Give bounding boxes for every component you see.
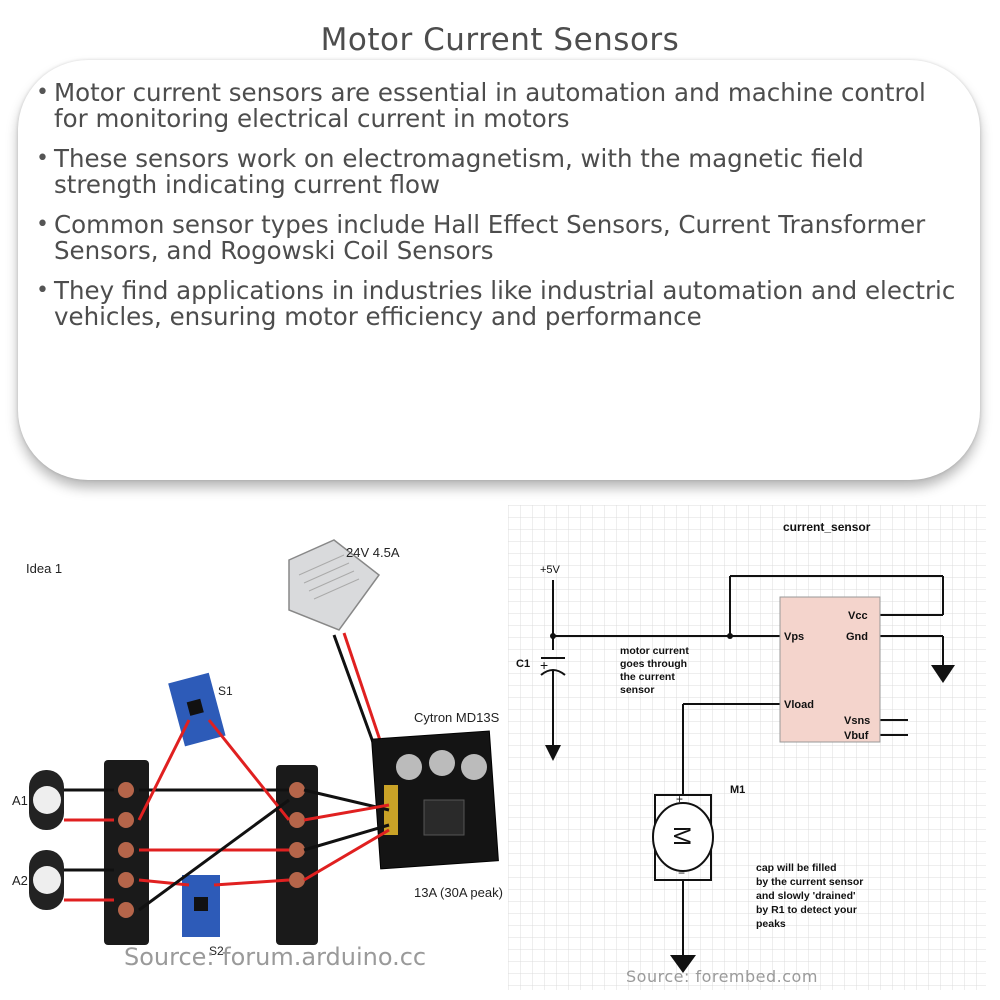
motor-letter: M [668,826,695,846]
idea-label: Idea 1 [26,561,62,576]
svg-text:sensor: sensor [620,684,654,696]
motor-driver-board [371,730,499,870]
svg-text:by the current sensor: by the current sensor [756,876,863,888]
sensor2-label: S2 [209,944,224,958]
driver-rating: 13A (30A peak) [414,885,503,900]
svg-text:+: + [676,792,683,806]
pin-vps: Vps [784,631,804,643]
supply-label: +5V [540,564,561,576]
ground-icon [670,955,696,973]
bullet-item: They find applications in industries lik… [36,278,956,330]
terminal-block-right [276,765,318,945]
wiring-illustration: 24V 4.5A Idea 1 Cytron MD13S 13A (30A pe… [4,505,503,995]
pin-gnd: Gnd [846,631,868,643]
bullet-item: These sensors work on electromagnetism, … [36,146,956,198]
pin-vsns: Vsns [844,715,870,727]
pin-vload: Vload [784,699,814,711]
svg-text:motor current: motor current [620,645,689,657]
svg-text:peaks: peaks [756,918,786,930]
bullet-item: Motor current sensors are essential in a… [36,80,956,132]
motor2-label: A2 [12,873,28,888]
motor-icon [29,850,64,910]
component-label: current_sensor [783,520,871,534]
bullet-list: Motor current sensors are essential in a… [36,80,956,344]
psu-label: 24V 4.5A [346,545,400,560]
power-supply-icon [288,539,381,631]
current-note: motor current goes through the current s… [620,645,689,696]
motor-icon [29,770,64,830]
pin-vcc: Vcc [848,610,868,622]
driver-label: Cytron MD13S [414,710,500,725]
sensor-ic [779,596,881,743]
cap-label: C1 [516,658,530,670]
bullet-item: Common sensor types include Hall Effect … [36,212,956,264]
grid-background [508,505,986,990]
svg-text:+: + [540,657,548,673]
cap-note: cap will be filled by the current sensor… [756,862,863,930]
ground-icon [545,745,561,761]
terminal-block-left [104,760,149,945]
image-source-left: Source: forum.arduino.cc [124,943,427,971]
current-sensor-module [168,672,226,747]
svg-text:and slowly 'drained': and slowly 'drained' [756,890,856,902]
schematic-diagram: current_sensor +5V C1 + [508,505,986,990]
pin-vbuf: Vbuf [844,730,869,742]
svg-text:goes through: goes through [620,658,687,670]
ground-icon [931,665,955,683]
svg-text:by R1 to detect your: by R1 to detect your [756,904,857,916]
svg-text:the current: the current [620,671,675,683]
sensor1-label: S1 [218,684,233,698]
motor1-label: A1 [12,793,28,808]
motor-ref: M1 [730,784,745,796]
image-source-right: Source: forembed.com [626,967,818,986]
page-title: Motor Current Sensors [320,22,680,58]
svg-text:cap will be filled: cap will be filled [756,862,837,874]
svg-text:−: − [678,866,685,880]
